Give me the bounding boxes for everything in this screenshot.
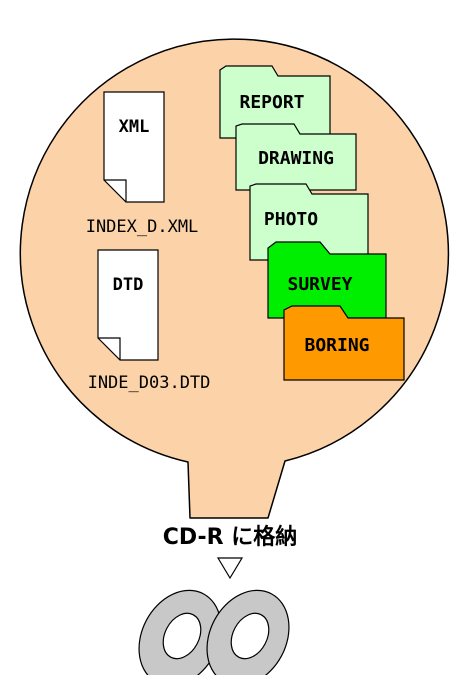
folder-report: REPORT [219, 65, 331, 139]
document-icon [97, 249, 159, 361]
folder-drawing: DRAWING [235, 123, 357, 191]
cd-disc-left [138, 589, 222, 675]
xml-doc-label: XML [119, 117, 150, 137]
down-arrow-icon [216, 557, 244, 580]
document-icon [103, 91, 165, 203]
folder-survey-label: SURVEY [287, 274, 352, 295]
folder-drawing-label: DRAWING [258, 148, 334, 169]
dtd-document: DTD [97, 249, 159, 361]
dtd-doc-label: DTD [113, 275, 144, 295]
cd-r-caption: CD-R に格納 [163, 524, 298, 550]
document-fold [104, 179, 127, 202]
folder-report-label: REPORT [239, 92, 304, 113]
dtd-filename: INDE_D03.DTD [88, 373, 211, 393]
cd-disc-right [206, 589, 290, 675]
document-fold [98, 337, 121, 360]
folder-boring: BORING [283, 305, 405, 381]
folder-survey: SURVEY [267, 241, 387, 319]
xml-filename: INDEX_D.XML [86, 217, 199, 237]
xml-document: XML [103, 91, 165, 203]
folder-boring-label: BORING [304, 335, 369, 356]
cd-disc-icon [138, 589, 290, 675]
folder-icon [283, 305, 405, 381]
folder-photo-label: PHOTO [264, 209, 318, 230]
